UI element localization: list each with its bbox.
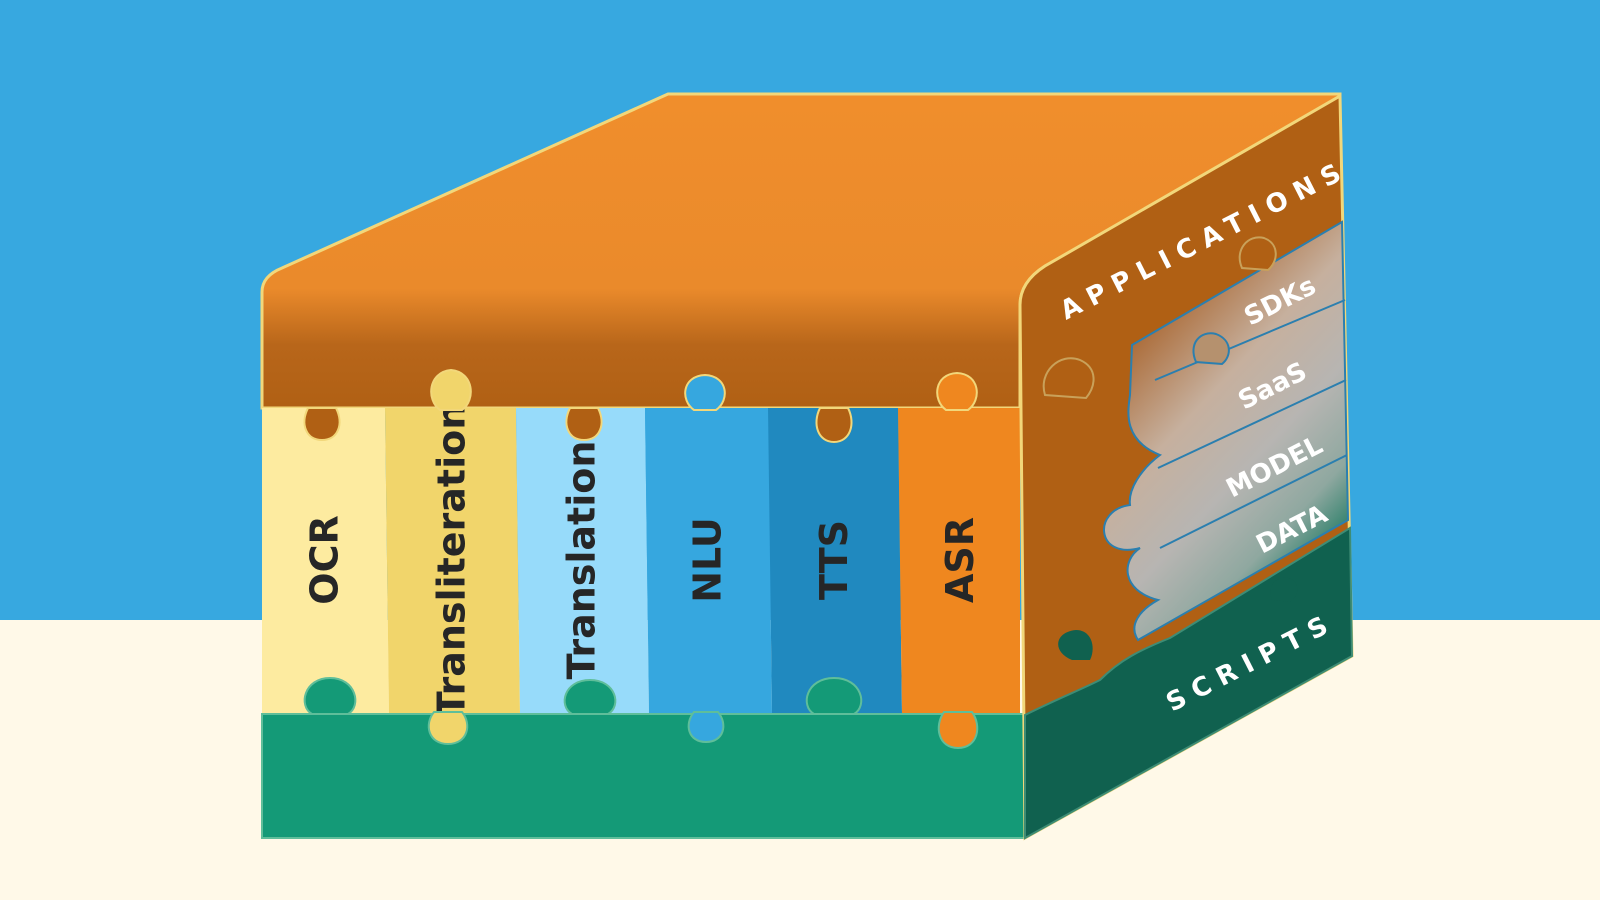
- tab-tts: [815, 407, 853, 444]
- btab-nlu: [687, 711, 725, 744]
- side-middle-layers: [1103, 220, 1350, 642]
- side-data-tab: [1270, 577, 1298, 602]
- side-applications-tab: [1042, 357, 1095, 400]
- module-strip-transliteration: [385, 408, 520, 714]
- module-strip-translation: [516, 408, 649, 714]
- tab-nlu: [684, 373, 726, 411]
- tab-transliteration: [430, 368, 472, 411]
- bottom-puzzle-tabs: [303, 676, 979, 750]
- module-label-nlu: NLU: [686, 517, 730, 603]
- module-label-tts: TTS: [812, 520, 856, 600]
- tab-asr: [936, 371, 978, 411]
- module-label-ocr: OCR: [303, 515, 347, 604]
- side-scripts-layer: [1024, 526, 1354, 840]
- side-layer-dividers: [1154, 299, 1348, 549]
- divider-model-data: [1159, 454, 1348, 549]
- module-label-asr: ASR: [938, 517, 982, 603]
- module-strip-nlu: [645, 408, 772, 714]
- btab-asr: [937, 711, 979, 750]
- divider-sdks-saas: [1154, 299, 1346, 381]
- tab-translation: [565, 407, 603, 442]
- btab-transliteration: [427, 711, 469, 746]
- btab-ocr: [303, 676, 357, 715]
- front-modules: OCR Transliteration Translation NLU TTS ASR: [262, 403, 1020, 718]
- side-scripts-tab: [1058, 630, 1093, 660]
- tab-ocr: [303, 407, 341, 442]
- module-strip-ocr: [262, 408, 389, 714]
- btab-translation: [563, 678, 617, 715]
- top-puzzle-tabs: [303, 368, 978, 444]
- cube-bottom-bar: [261, 713, 1026, 839]
- side-sdks-tab: [1238, 236, 1277, 272]
- divider-saas-model: [1157, 379, 1347, 469]
- side-saas-tab: [1192, 332, 1230, 366]
- module-label-transliteration: Transliteration: [430, 403, 474, 718]
- module-strip-asr: [898, 408, 1020, 714]
- btab-tts: [805, 676, 863, 715]
- module-label-translation: Translation: [560, 441, 604, 680]
- module-strip-tts: [768, 408, 902, 714]
